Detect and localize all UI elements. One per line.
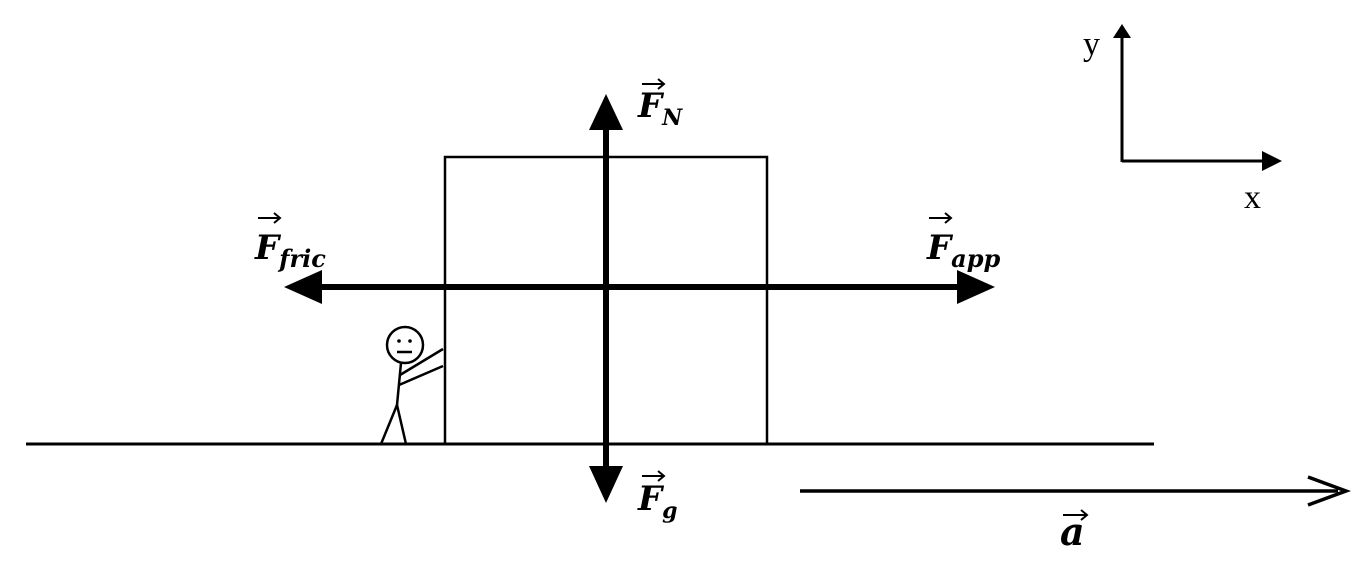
x-axis-label: x (1244, 179, 1261, 216)
normal-force-label: FN (637, 86, 683, 131)
y-axis-arrowhead (1113, 24, 1131, 38)
normal-arrowhead (589, 94, 623, 130)
gravity-force-label: Fg (637, 479, 678, 524)
gravity-arrowhead (589, 466, 623, 503)
stick-figure (379, 325, 444, 445)
stick-figure-head (385, 325, 425, 365)
vertical-force-arrow (589, 94, 623, 503)
applied-force-label: Fapp (926, 228, 1000, 273)
acceleration-label: a (1060, 509, 1085, 554)
coordinate-axes (1113, 24, 1282, 171)
acceleration-arrow (800, 475, 1352, 507)
friction-arrowhead (284, 270, 322, 304)
horizontal-force-arrow (284, 270, 995, 304)
applied-arrowhead (957, 270, 995, 304)
x-axis-arrowhead (1262, 151, 1282, 171)
vector-overbars (258, 78, 1089, 521)
y-axis-label: y (1083, 26, 1100, 63)
friction-force-label: Ffric (254, 228, 326, 273)
